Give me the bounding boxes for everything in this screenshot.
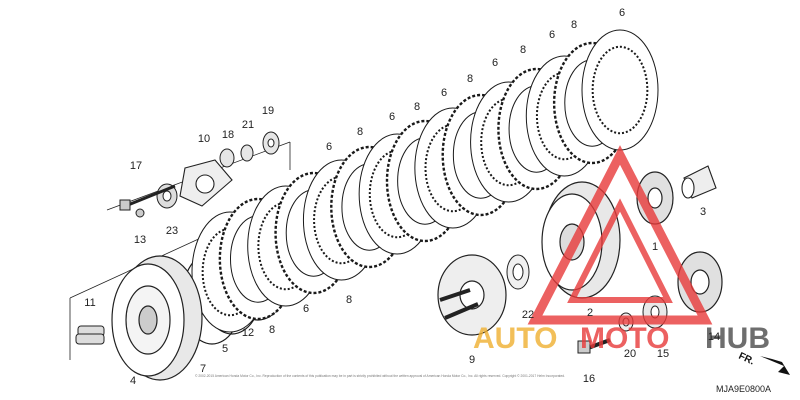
watermark-word-moto: MOTO [580, 322, 669, 355]
callout-number: 3 [700, 206, 706, 218]
callout-number: 12 [242, 327, 254, 339]
callout-number: 8 [346, 294, 352, 306]
callout-number: 6 [303, 303, 309, 315]
clutch-plate-stack [181, 29, 659, 345]
callout-number: 6 [389, 111, 395, 123]
callout-number: 18 [222, 129, 234, 141]
callout-number: 16 [583, 373, 595, 385]
callout-number: 8 [414, 101, 420, 113]
callout-number: 17 [130, 160, 142, 172]
callout-number: 6 [441, 87, 447, 99]
callout-number: 15 [657, 348, 669, 360]
center-bolt [577, 338, 611, 354]
thrust-washer [506, 254, 530, 290]
callout-number: 13 [134, 234, 146, 246]
callout-number: 8 [357, 126, 363, 138]
callout-number: 8 [269, 324, 275, 336]
callout-number: 4 [130, 375, 136, 387]
callout-number: 6 [326, 141, 332, 153]
bolt [119, 184, 176, 211]
callout-number: 6 [492, 57, 498, 69]
callout-number: 7 [200, 363, 206, 375]
callout-number: 23 [166, 225, 178, 237]
callout-number: 22 [522, 309, 534, 321]
washer-stack [219, 131, 280, 168]
callout-number: 10 [198, 133, 210, 145]
direction-arrow-icon [760, 356, 790, 375]
callout-number: 6 [549, 29, 555, 41]
watermark-word-hub: HUB [705, 322, 770, 355]
lifter-plate [179, 159, 233, 207]
callout-number: 9 [469, 354, 475, 366]
callout-number: 5 [222, 343, 228, 355]
callout-number: 14 [708, 331, 720, 343]
callout-number: 8 [520, 44, 526, 56]
callout-number: 2 [587, 307, 593, 319]
callout-number: 6 [619, 7, 625, 19]
clutch-outer-basket [111, 255, 203, 381]
callout-number: 8 [467, 73, 473, 85]
pressure-plate [437, 254, 507, 336]
callout-number: 11 [84, 297, 95, 309]
copyright-notice: © 2002-2015 American Honda Motor Co., In… [195, 373, 565, 378]
diagram-code: MJA9E0800A [716, 384, 771, 394]
steel-plate [581, 29, 659, 151]
bushing [681, 165, 717, 199]
callout-number: 20 [624, 348, 636, 360]
callout-numbers: 1234567891011121314151617181920212223686… [84, 7, 720, 387]
damper-spring [75, 325, 105, 345]
watermark-logo: AUTO MOTO HUB [473, 145, 770, 355]
callout-number: 8 [571, 19, 577, 31]
callout-number: 1 [652, 241, 658, 253]
callout-number: 21 [242, 119, 254, 131]
watermark-word-auto: AUTO [473, 322, 557, 355]
callout-number: 19 [262, 105, 274, 117]
small-bolt [135, 208, 145, 218]
